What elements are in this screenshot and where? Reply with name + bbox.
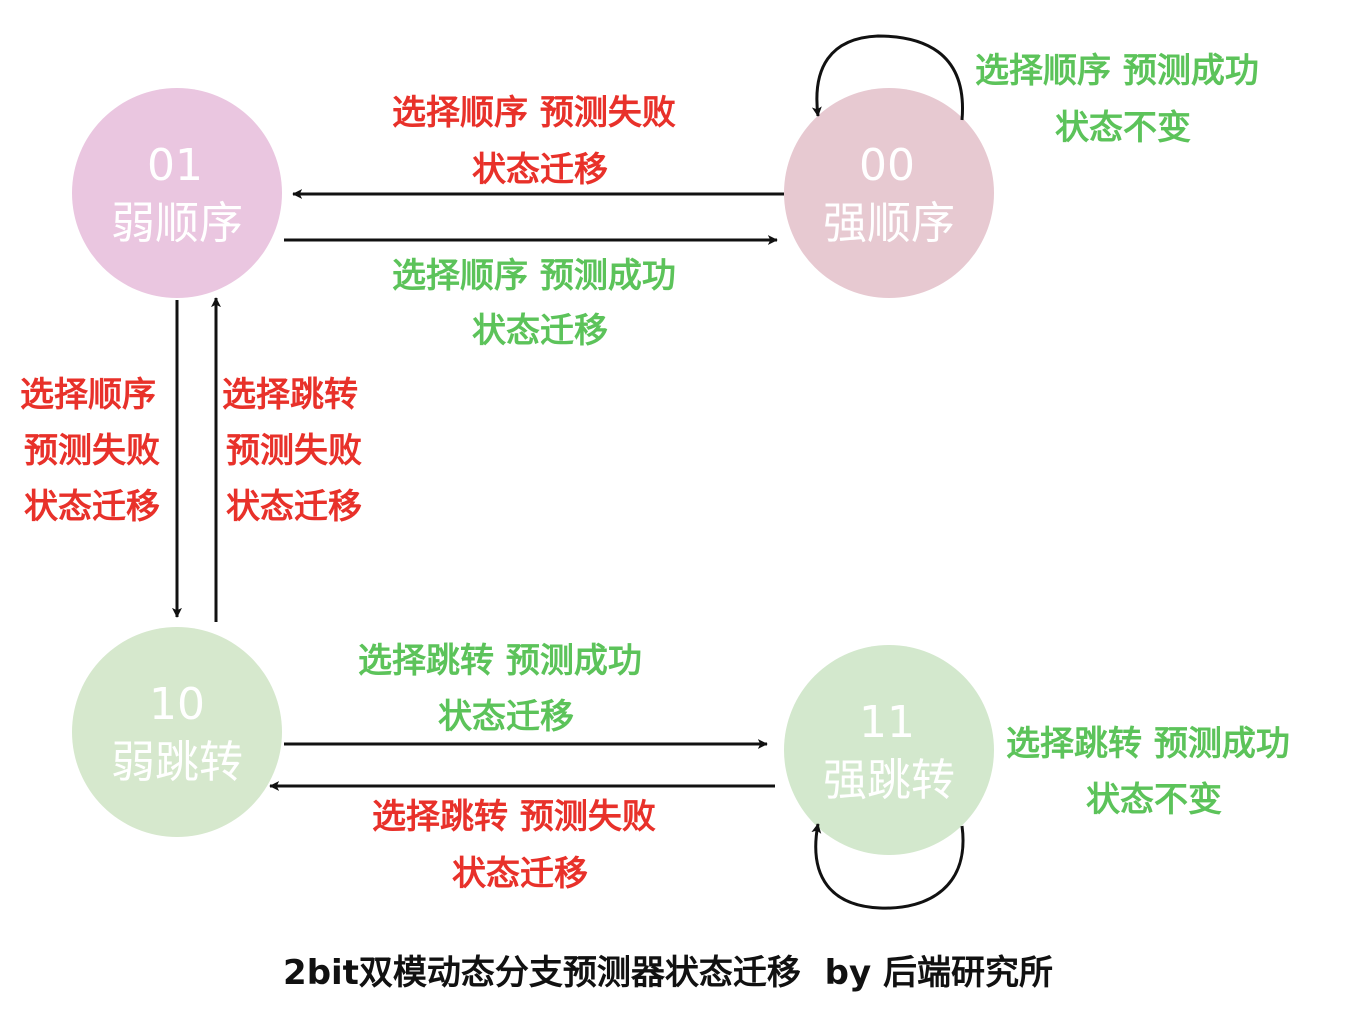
label-01-to-10-line1: 选择顺序: [20, 375, 156, 415]
label-01-to-00: 选择顺序 预测成功 状态迁移: [392, 256, 676, 351]
state-10-code: 10: [149, 679, 205, 730]
label-loop-11-line2: 状态不变: [1086, 780, 1222, 820]
label-00-to-01-line1: 选择顺序 预测失败: [392, 93, 676, 133]
label-loop-00-line2: 状态不变: [1055, 108, 1191, 148]
label-loop-00: 选择顺序 预测成功 状态不变: [975, 51, 1259, 148]
diagram-caption: 2bit双模动态分支预测器状态迁移 by 后端研究所: [283, 953, 1053, 993]
state-01-name: 弱顺序: [111, 198, 243, 249]
state-00: 00 强顺序: [784, 88, 994, 298]
label-11-to-10-line1: 选择跳转 预测失败: [372, 797, 656, 837]
state-11-code: 11: [859, 697, 915, 748]
label-loop-00-line1: 选择顺序 预测成功: [975, 51, 1259, 91]
state-00-name: 强顺序: [823, 198, 955, 249]
label-01-to-10: 选择顺序 预测失败 状态迁移: [20, 375, 160, 527]
state-00-code: 00: [859, 140, 915, 191]
label-10-to-11: 选择跳转 预测成功 状态迁移: [358, 641, 642, 737]
label-01-to-00-line1: 选择顺序 预测成功: [392, 256, 676, 296]
label-10-to-11-line2: 状态迁移: [438, 697, 574, 737]
label-01-to-10-line3: 状态迁移: [24, 487, 160, 527]
loop-00: [811, 34, 964, 121]
label-11-to-10-line2: 状态迁移: [452, 854, 588, 894]
state-10-name: 弱跳转: [111, 737, 243, 788]
loop-11: [811, 823, 965, 910]
label-loop-11: 选择跳转 预测成功 状态不变: [1006, 724, 1290, 820]
label-00-to-01-line2: 状态迁移: [472, 150, 608, 190]
label-loop-11-line1: 选择跳转 预测成功: [1006, 724, 1290, 764]
state-00-circle: [784, 88, 994, 298]
state-11: 11 强跳转: [784, 645, 994, 855]
state-11-circle: [784, 645, 994, 855]
label-10-to-01: 选择跳转 预测失败 状态迁移: [222, 375, 362, 527]
label-10-to-11-line1: 选择跳转 预测成功: [358, 641, 642, 681]
label-00-to-01: 选择顺序 预测失败 状态迁移: [392, 93, 676, 190]
state-10-circle: [72, 627, 282, 837]
label-11-to-10: 选择跳转 预测失败 状态迁移: [372, 797, 656, 894]
state-01-circle: [72, 88, 282, 298]
label-10-to-01-line1: 选择跳转: [222, 375, 358, 415]
state-11-name: 强跳转: [823, 755, 955, 806]
label-01-to-10-line2: 预测失败: [24, 431, 160, 471]
state-01: 01 弱顺序: [72, 88, 282, 298]
state-01-code: 01: [147, 140, 203, 191]
label-10-to-01-line3: 状态迁移: [226, 487, 362, 527]
label-01-to-00-line2: 状态迁移: [472, 311, 608, 351]
state-10: 10 弱跳转: [72, 627, 282, 837]
label-10-to-01-line2: 预测失败: [226, 431, 362, 471]
